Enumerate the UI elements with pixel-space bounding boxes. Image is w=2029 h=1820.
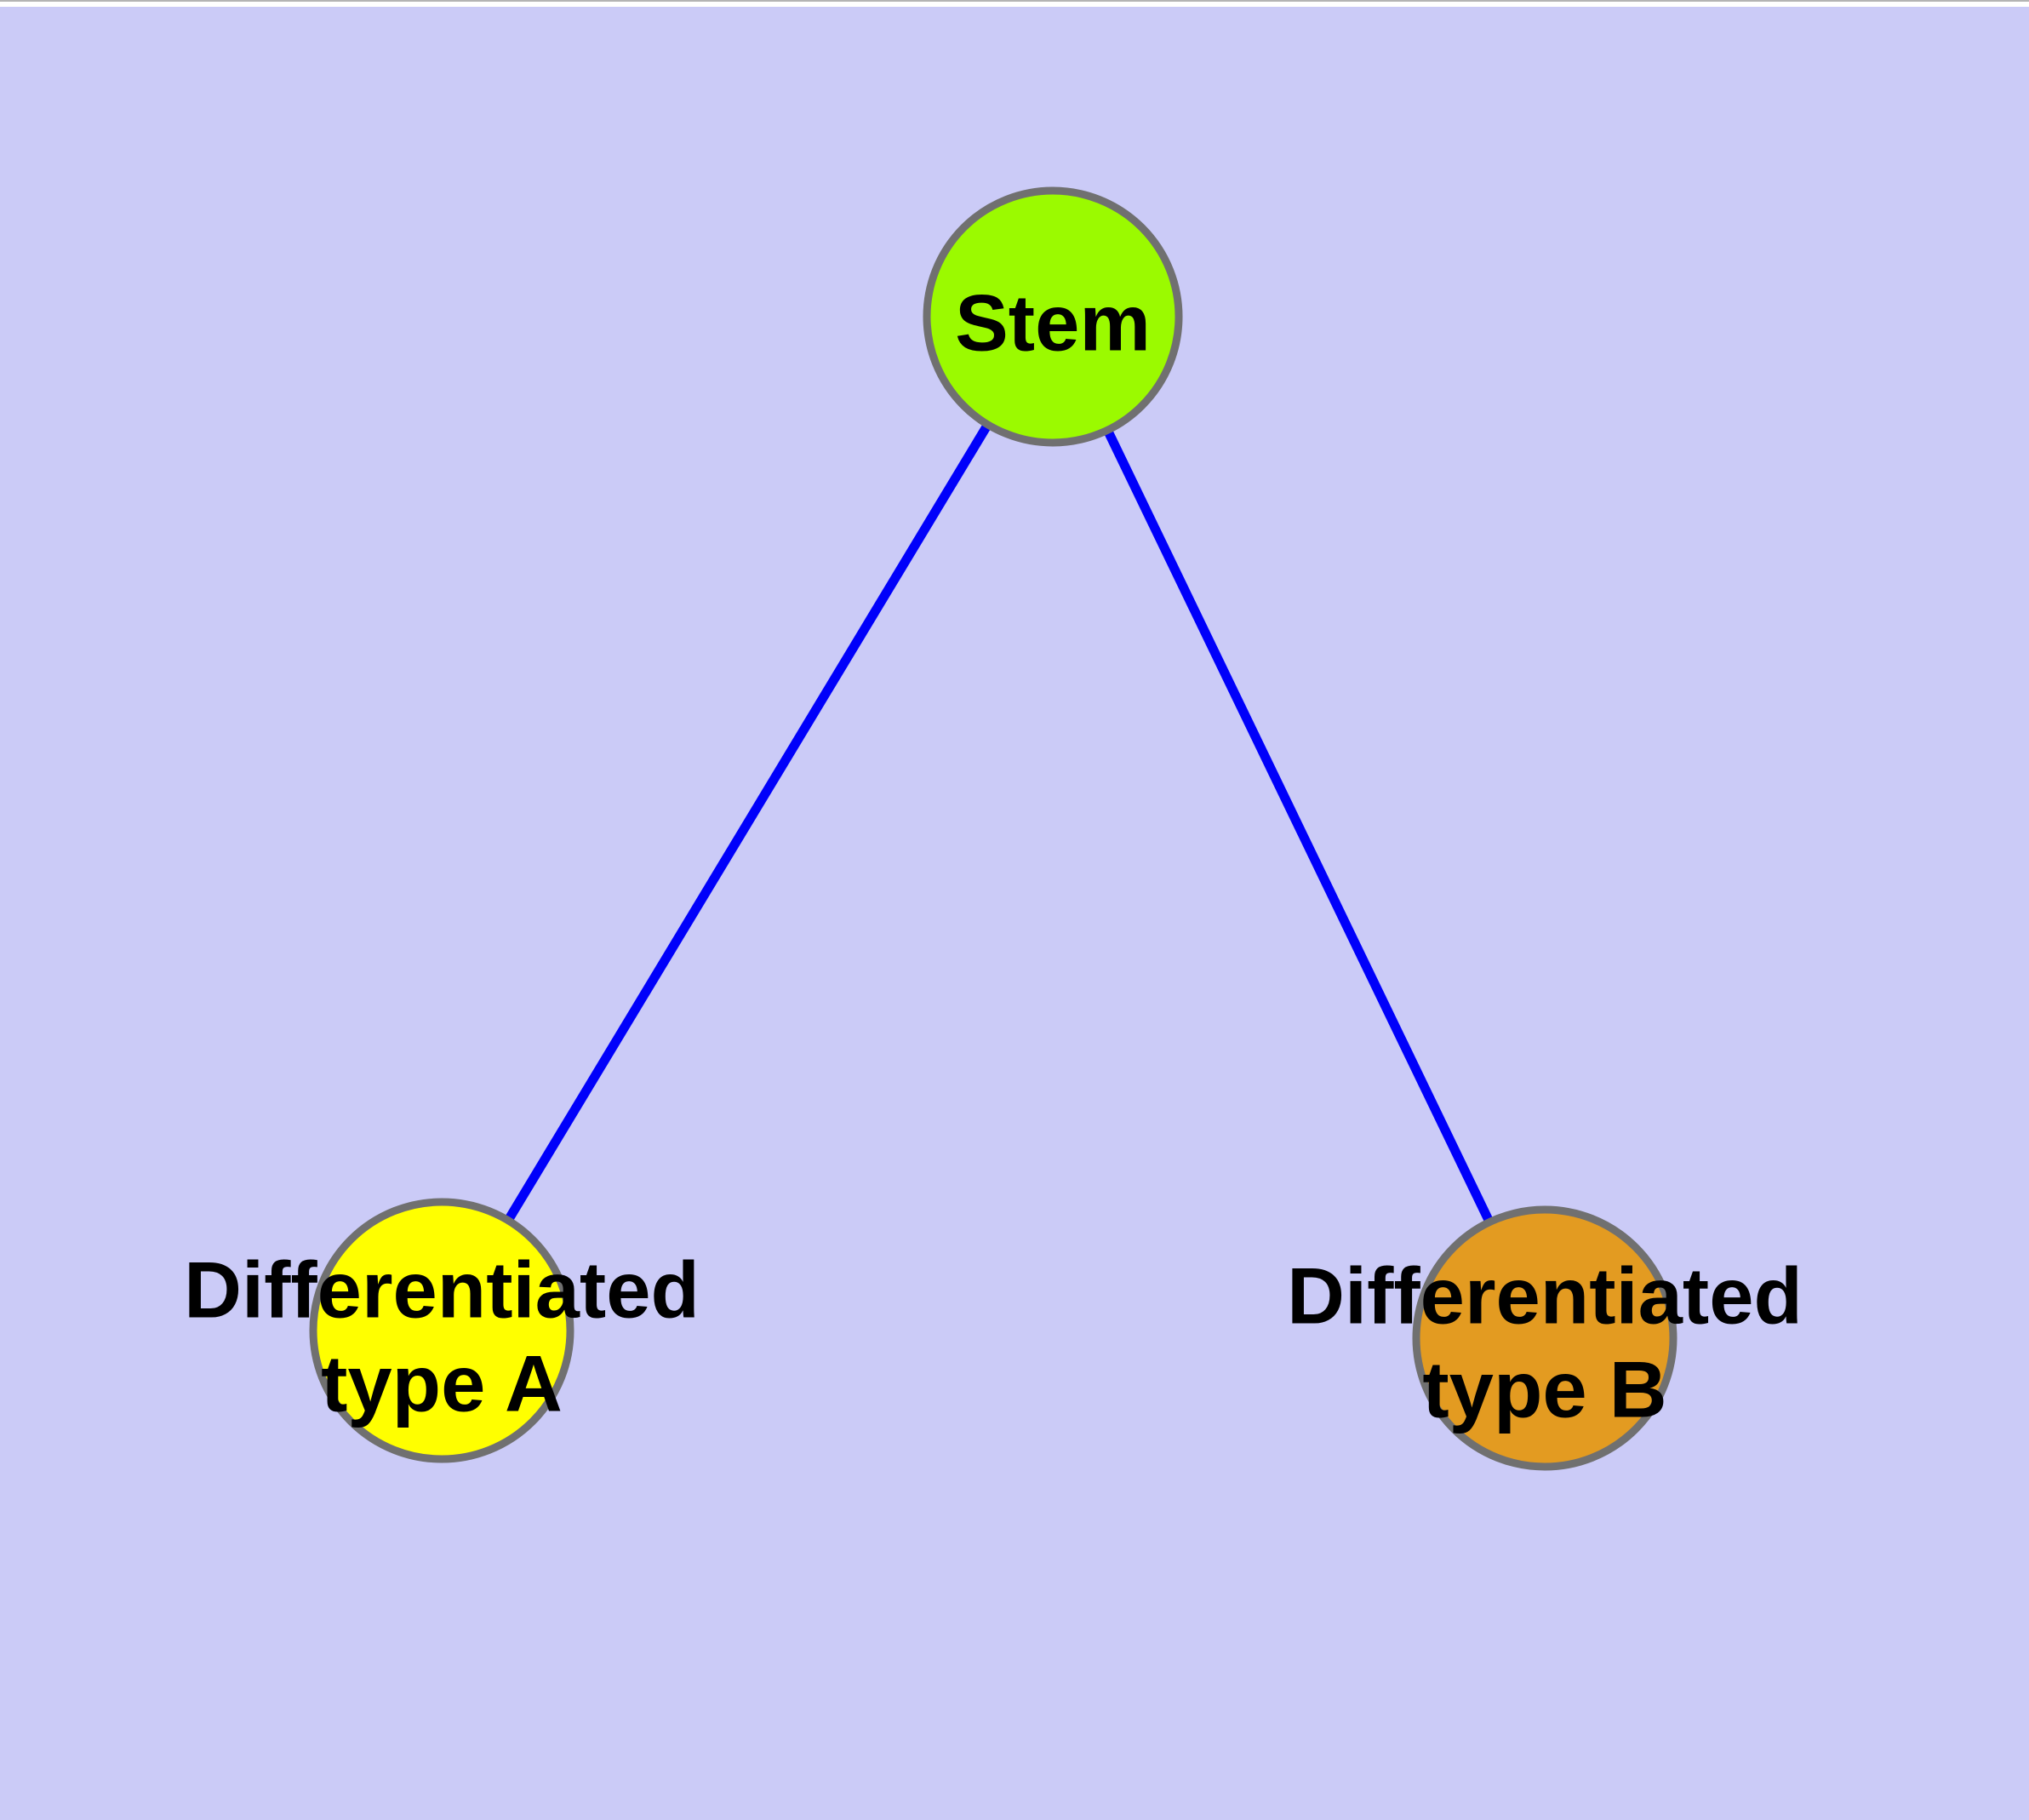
stem-node-circle[interactable] <box>923 186 1183 447</box>
type-a-node-label-line2: type A <box>321 1339 563 1428</box>
type-b-node-circle[interactable] <box>1412 1205 1677 1471</box>
type-b-node-label-line1: Differentiated <box>1287 1251 1803 1341</box>
stem-node-label: Stem <box>955 278 1151 368</box>
type-a-node-circle[interactable] <box>309 1198 574 1463</box>
top-hairline <box>0 0 2029 2</box>
top-white-strip <box>0 0 2029 7</box>
type-b-node-label-line2: type B <box>1422 1345 1666 1434</box>
edge-stem-to-type-a <box>437 314 1057 1333</box>
edge-stem-to-type-b <box>1049 314 1549 1339</box>
type-a-node-label-line1: Differentiated <box>184 1245 700 1335</box>
